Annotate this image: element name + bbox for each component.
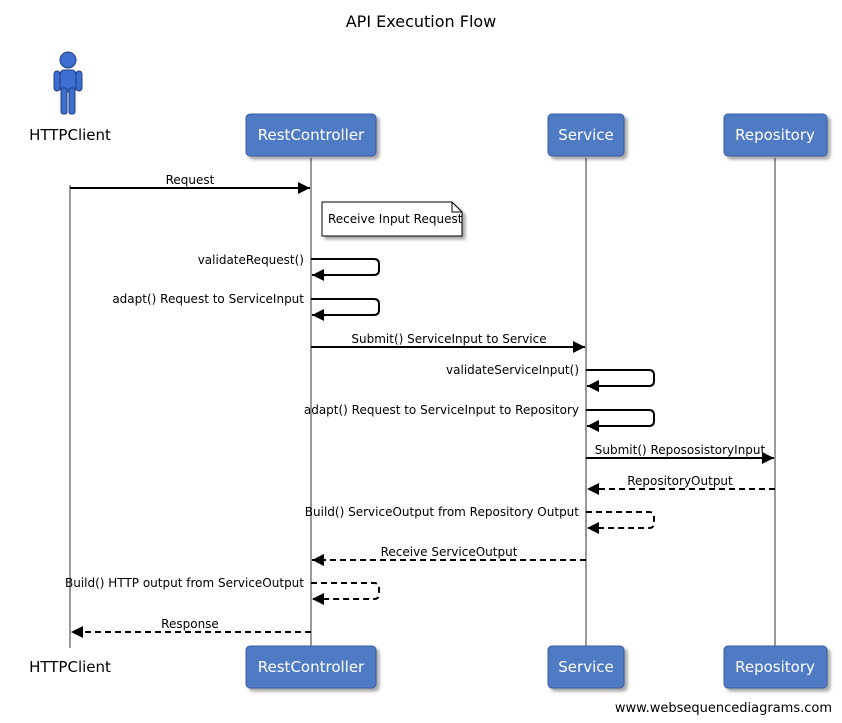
message-label-adapt-request: adapt() Request to ServiceInput — [112, 292, 304, 306]
participant-label: RestController — [258, 658, 365, 676]
participant-repository-top: Repository — [723, 113, 828, 157]
message-label-validate-service-input: validateServiceInput() — [446, 363, 579, 377]
person-icon — [53, 51, 83, 115]
participant-label: Repository — [735, 658, 815, 676]
lifelines — [69, 158, 776, 648]
message-label-response: Response — [161, 617, 219, 631]
participant-label: Service — [558, 658, 613, 676]
participant-label: Repository — [735, 126, 815, 144]
participant-httpclient-top: HTTPClient — [29, 126, 111, 144]
message-arrow-validate-service-input — [586, 369, 655, 392]
message-arrow-adapt-request — [311, 298, 380, 321]
message-label-build-http-output: Build() HTTP output from ServiceOutput — [65, 576, 304, 590]
message-arrow-build-service-output — [586, 511, 655, 534]
note-text: Receive Input Request — [328, 212, 463, 226]
credit-link[interactable]: www.websequencediagrams.com — [615, 701, 832, 716]
message-label-repository-output: RepositoryOutput — [627, 474, 733, 488]
message-label-validate-request: validateRequest() — [198, 253, 304, 267]
message-arrow-validate-request — [311, 258, 380, 281]
participant-httpclient-bottom: HTTPClient — [29, 658, 111, 676]
message-label-adapt-repository: adapt() Request to ServiceInput to Repos… — [304, 403, 579, 417]
participant-restcontroller-bottom: RestController — [245, 645, 377, 689]
note-receive-input-request: Receive Input Request — [321, 201, 463, 237]
message-arrow-adapt-repository — [586, 409, 655, 432]
message-label-submit-repository-input: Submit() RepososistoryInput — [595, 443, 766, 457]
participant-service-top: Service — [547, 113, 625, 157]
message-label-request: Request — [166, 173, 215, 187]
message-arrow-build-http-output — [311, 582, 380, 605]
participant-label: Service — [558, 126, 613, 144]
message-label-receive-service-output: Receive ServiceOutput — [381, 545, 518, 559]
participant-service-bottom: Service — [547, 645, 625, 689]
message-label-submit-service-input: Submit() ServiceInput to Service — [351, 332, 546, 346]
message-label-build-service-output: Build() ServiceOutput from Repository Ou… — [305, 505, 579, 519]
participant-label: RestController — [258, 126, 365, 144]
participant-repository-bottom: Repository — [723, 645, 828, 689]
participant-restcontroller-top: RestController — [245, 113, 377, 157]
diagram-title: API Execution Flow — [346, 12, 497, 31]
